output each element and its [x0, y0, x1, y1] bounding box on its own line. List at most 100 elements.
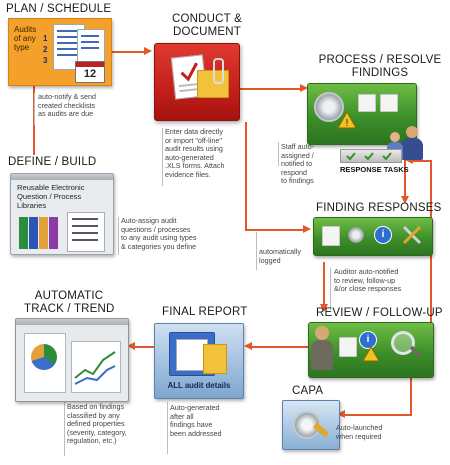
conduct-desc-line: evidence files. — [165, 169, 211, 179]
process-desc-line: notified to — [281, 159, 313, 169]
track-title: AUTOMATIC TRACK / TREND — [24, 290, 114, 316]
line-graph-icon — [71, 341, 121, 393]
binder-icon — [39, 217, 48, 249]
capa-description: Auto-launched when required — [336, 423, 383, 441]
capa-box — [282, 400, 340, 450]
finding-description: Auditor auto-notified to review, follow-… — [334, 267, 402, 294]
final-desc-line: after all — [170, 411, 194, 421]
conduct-title-line: CONDUCT & — [172, 13, 242, 25]
track-desc-line: Based on findings — [67, 402, 125, 411]
gear-icon — [314, 92, 344, 122]
process-title: PROCESS / RESOLVE FINDINGS — [318, 54, 442, 80]
archive-box-icon — [203, 344, 227, 374]
conduct-description: Enter data directly or import "off-line"… — [165, 127, 225, 180]
binder-icon — [29, 217, 38, 249]
final-description: Auto-generated after all findings have b… — [170, 403, 222, 438]
define-desc-line: to any audit using types — [121, 233, 197, 243]
process-box: ! — [307, 83, 417, 145]
capa-desc-line: when required — [336, 431, 382, 441]
finding-desc-line: to review, follow-up — [334, 275, 396, 285]
tools-icon — [402, 225, 422, 245]
finding-logged-text: automatically logged — [259, 247, 301, 265]
finding-logged-line: logged — [259, 255, 281, 265]
final-title: FINAL REPORT — [162, 306, 248, 318]
final-desc-line: findings have — [170, 420, 213, 430]
define-title: DEFINE / BUILD — [8, 156, 97, 168]
final-desc-line: Auto-generated — [170, 403, 220, 412]
guide-line-final — [167, 402, 168, 454]
conduct-desc-line: audit results using — [165, 144, 223, 154]
staff-people-icon — [387, 126, 428, 162]
guide-line-finding — [256, 232, 257, 270]
paperclip-icon — [213, 58, 224, 84]
review-title: REVIEW / FOLLOW-UP — [316, 307, 443, 319]
define-desc-line: & categories you define — [121, 241, 197, 251]
plan-number-2: 2 — [43, 45, 48, 54]
info-icon: i — [359, 331, 377, 349]
response-tasks-label: RESPONSE TASKS — [340, 165, 409, 174]
process-desc-line: to findings — [281, 176, 314, 186]
process-title-line: PROCESS / RESOLVE — [318, 54, 442, 66]
auditor-icon — [315, 326, 329, 340]
library-title-line: Libraries — [17, 201, 47, 210]
response-doc-icon — [339, 337, 357, 357]
library-title-line: Question / Process — [17, 192, 82, 201]
process-desc-line: respond — [281, 167, 307, 177]
calendar-day: 12 — [83, 68, 97, 80]
library-window: Reusable Electronic Question / Process L… — [10, 173, 114, 255]
review-box: i — [308, 322, 434, 378]
info-icon: i — [374, 226, 392, 244]
finding-title: FINDING RESPONSES — [316, 202, 442, 214]
conduct-title-line: DOCUMENT — [172, 26, 242, 38]
plan-card: Audits of any type 1 2 3 12 — [8, 18, 112, 86]
response-doc-icon — [322, 226, 340, 246]
pie-chart-icon — [31, 344, 57, 370]
plan-card-line-3: type — [14, 43, 30, 52]
track-desc-line: classified by any — [67, 410, 120, 420]
library-title-line: Reusable Electronic — [17, 183, 85, 192]
form-document-icon — [170, 54, 208, 100]
define-desc-line: questions / processes — [121, 224, 191, 234]
auditor-body-icon — [311, 340, 333, 370]
plan-number-3: 3 — [43, 56, 48, 65]
question-list-icon — [67, 212, 105, 252]
capa-title: CAPA — [292, 385, 324, 397]
finding-desc-line: Auditor auto-notified — [334, 267, 399, 276]
finding-desc-line: &/or close responses — [334, 284, 402, 294]
guide-line-plan — [34, 93, 35, 125]
track-title-line: TRACK / TREND — [24, 303, 115, 315]
guide-line-finding-desc — [330, 268, 331, 310]
svg-text:!: ! — [346, 118, 349, 129]
track-desc-line: (severity, category, — [67, 427, 127, 437]
warning-icon — [362, 345, 380, 362]
final-desc-line: been addressed — [170, 428, 222, 438]
define-desc-line: Auto-assign audit — [121, 216, 177, 225]
process-staff-description: Staff auto- assigned / notified to respo… — [281, 142, 315, 186]
conduct-desc-line: auto-generated — [165, 152, 214, 162]
process-desc-line: Staff auto- — [281, 142, 315, 151]
library-panel-title: Reusable Electronic Question / Process L… — [17, 183, 85, 210]
trend-window — [15, 318, 129, 402]
track-desc-line: defined properties — [67, 419, 125, 429]
plan-number-1: 1 — [43, 34, 48, 43]
report-page-icon — [24, 333, 66, 393]
final-report-box: ALL audit details — [154, 323, 244, 399]
response-doc-icon — [380, 94, 398, 112]
calendar-icon: 12 — [75, 61, 105, 83]
plan-card-line-1: Audits — [14, 25, 37, 34]
track-title-line: AUTOMATIC — [34, 290, 104, 302]
plan-desc-line: created checklists — [38, 100, 96, 110]
response-tasks-bar — [340, 149, 402, 163]
plan-desc-line: auto-notify & send — [38, 92, 96, 101]
finding-logged-line: automatically — [259, 247, 301, 256]
conduct-title: CONDUCT & DOCUMENT — [168, 13, 246, 39]
guide-line-track — [64, 402, 65, 456]
conduct-desc-line: .XLS forms. Attach — [165, 161, 225, 171]
process-title-line: FINDINGS — [351, 67, 409, 79]
magnifier-icon — [391, 331, 415, 355]
process-desc-line: assigned / — [281, 150, 314, 160]
conduct-desc-line: Enter data directly — [165, 127, 223, 136]
capa-desc-line: Auto-launched — [336, 423, 383, 432]
warning-icon: ! — [337, 110, 357, 129]
guide-line-process — [278, 142, 279, 166]
